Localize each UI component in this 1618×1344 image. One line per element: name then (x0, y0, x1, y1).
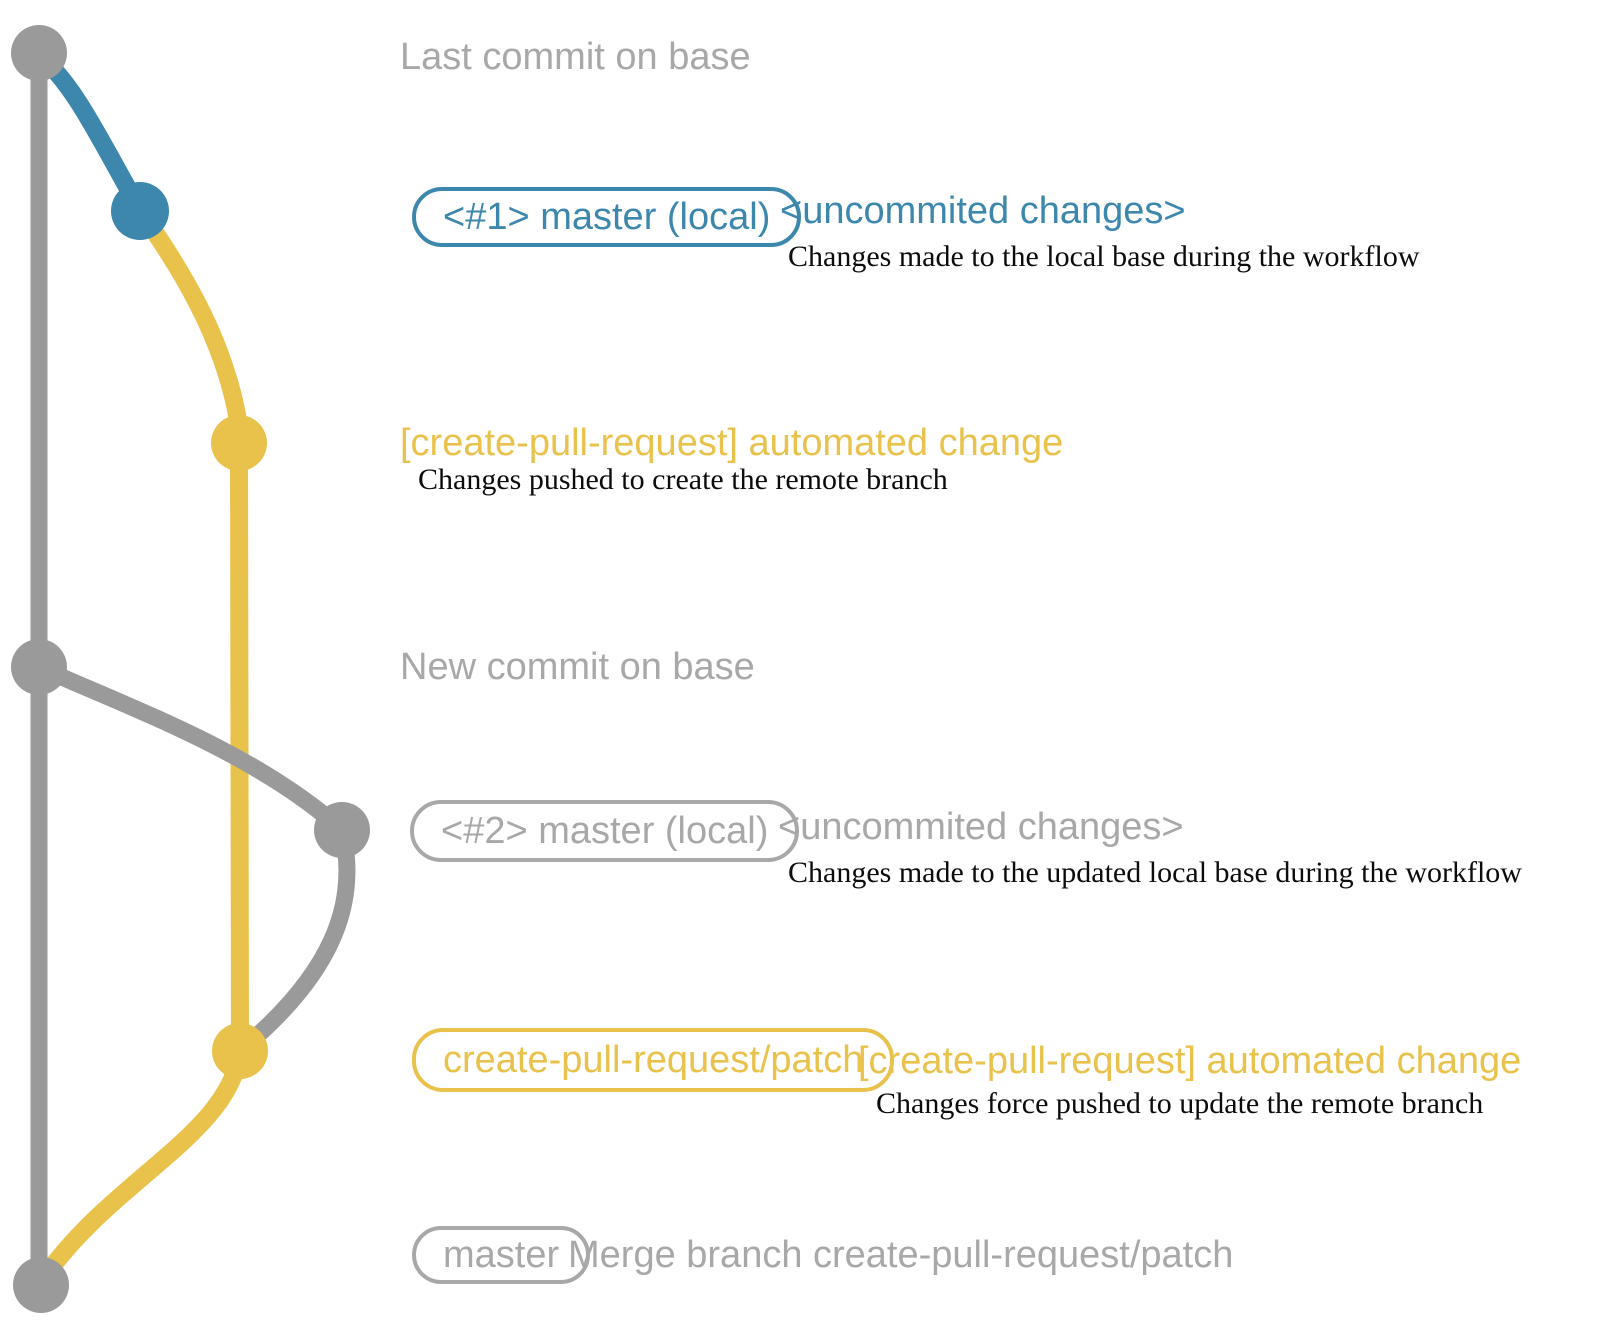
uncommitted-changes-1-desc: Changes made to the local base during th… (788, 240, 1420, 273)
badge-patch-branch: create-pull-request/patch (412, 1028, 895, 1092)
commit-node-merge (13, 1257, 69, 1313)
badge-local-master-2: <#2> master (local) (410, 800, 800, 862)
new-commit-label: New commit on base (400, 646, 755, 688)
merge-curve (32, 1042, 249, 1291)
local-master-2-curve (30, 658, 351, 839)
automated-change-1-label: [create-pull-request] automated change (400, 422, 1064, 464)
badge-local-master-1: <#1> master (local) (412, 187, 802, 247)
commit-node-patch-1 (211, 415, 267, 471)
uncommitted-changes-1-label: <uncommited changes> (780, 190, 1186, 232)
uncommitted-changes-2-desc: Changes made to the updated local base d… (788, 856, 1522, 889)
patch-branch-line (230, 434, 249, 1060)
commit-node-local-master-1 (111, 182, 169, 240)
local-master-2-return-curve (234, 821, 356, 1057)
automated-change-1-desc: Changes pushed to create the remote bran… (418, 463, 948, 496)
commit-node-last-base (11, 25, 67, 81)
commit-node-local-master-2 (314, 802, 370, 858)
automated-change-2-label: [create-pull-request] automated change (858, 1040, 1522, 1082)
git-graph (11, 25, 370, 1313)
merge-branch-label: Merge branch create-pull-request/patch (568, 1234, 1234, 1276)
last-commit-label: Last commit on base (400, 36, 751, 78)
patch-branch-curve-top (131, 201, 248, 452)
badge-master: master (412, 1226, 591, 1284)
automated-change-2-desc: Changes force pushed to update the remot… (876, 1087, 1484, 1120)
uncommitted-changes-2-label: <uncommited changes> (778, 806, 1184, 848)
